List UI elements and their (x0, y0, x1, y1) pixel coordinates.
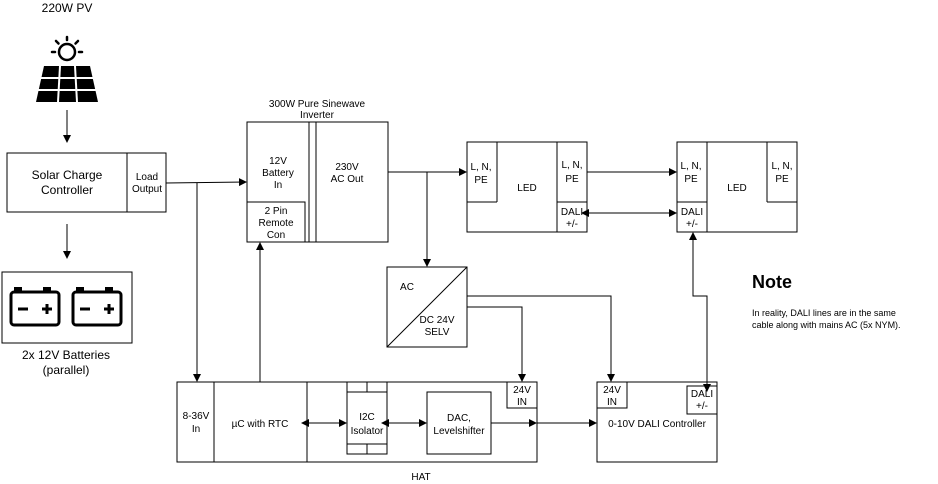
dali-controller: 24V IN DALI +/- 0-10V DALI Controller (596, 381, 718, 463)
inverter-title-line2: Inverter (300, 110, 335, 121)
inverter-ac-out-2: AC Out (331, 174, 364, 185)
hat-24v-in-1: 24V (513, 385, 531, 396)
dali-port-1: DALI (691, 389, 713, 400)
inverter-battery-in-2: Battery (262, 168, 294, 179)
led2-label: LED (727, 183, 746, 194)
battery-icon (71, 287, 123, 327)
inverter-remote-1: 2 Pin (265, 206, 288, 217)
led2-in-1: L, N, (680, 161, 701, 172)
led2-out-1: L, N, (771, 161, 792, 172)
led1-in-2: PE (474, 175, 488, 186)
led2-dali-2: +/- (686, 219, 698, 230)
note-line1: In reality, DALI lines are in the same (752, 308, 896, 318)
psu-to-dali-arrow (467, 295, 615, 382)
led-fixture-1: L, N, PE LED L, N, PE DALI +/- (466, 141, 588, 233)
inverter-title-line1: 300W Pure Sinewave (269, 99, 366, 110)
hat-in-1: 8-36V (183, 411, 210, 422)
dali-controller-to-led-arrow (689, 232, 711, 392)
dac-line2: Levelshifter (433, 426, 485, 437)
led2-dali-1: DALI (681, 207, 703, 218)
hat-label: HAT (411, 472, 430, 483)
pv-title: 220W PV (42, 1, 93, 15)
controller-label-line2: Controller (41, 183, 93, 197)
load-output-line1: Load (136, 172, 158, 183)
hat-mcu-label: µC with RTC (232, 419, 289, 430)
led1-out-2: PE (565, 174, 579, 185)
solar-charge-controller: Solar Charge Controller Load Output (6, 152, 167, 213)
led-fixture-2: L, N, PE LED L, N, PE DALI +/- (676, 141, 798, 233)
note-title: Note (752, 272, 792, 292)
note-line2: cable along with mains AC (5x NYM). (752, 320, 901, 330)
led2-in-2: PE (684, 174, 698, 185)
dac-line1: DAC, (447, 413, 471, 424)
psu-dc-line1: DC 24V (419, 315, 454, 326)
battery-label-line1: 2x 12V Batteries (22, 348, 110, 362)
inverter-remote-3: Con (267, 230, 285, 241)
psu-dc-line2: SELV (425, 327, 450, 338)
inverter-ac-out-1: 230V (335, 162, 359, 173)
led1-out-1: L, N, (561, 160, 582, 171)
controller-label-line1: Solar Charge (32, 168, 103, 182)
dali-controller-label: 0-10V DALI Controller (608, 419, 706, 430)
ac-dc-power-supply: AC DC 24V SELV (386, 266, 468, 348)
dali-port-2: +/- (696, 401, 708, 412)
inverter: 12V Battery In 2 Pin Remote Con 230V AC … (246, 121, 389, 243)
inverter-battery-in-3: In (274, 180, 282, 191)
led1-label: LED (517, 183, 536, 194)
inverter-remote-2: Remote (258, 218, 293, 229)
battery-label-line2: (parallel) (43, 363, 90, 377)
dali-24v-in-1: 24V (603, 385, 621, 396)
connection-wires (165, 168, 711, 427)
psu-to-hat-arrow (467, 306, 526, 382)
battery-bank (1, 271, 133, 344)
dali-24v-in-2: IN (607, 397, 617, 408)
inverter-battery-in-1: 12V (269, 156, 287, 167)
led2-out-2: PE (775, 174, 789, 185)
led1-dali-1: DALI (561, 207, 583, 218)
load-to-inverter-arrow (165, 178, 247, 187)
isolator-line1: I2C (359, 412, 375, 423)
hat-24v-in-2: IN (517, 397, 527, 408)
psu-ac-label: AC (400, 282, 414, 293)
led1-dali-2: +/- (566, 219, 578, 230)
battery-icon (9, 287, 61, 327)
led1-in-1: L, N, (470, 162, 491, 173)
solar-panel-icon (36, 35, 98, 103)
hat-board: 8-36V In µC with RTC I2C Isolator DAC, L… (176, 381, 538, 463)
hat-in-2: In (192, 424, 200, 435)
isolator-line2: Isolator (351, 426, 384, 437)
dac-box (426, 391, 492, 455)
load-output-line2: Output (132, 184, 162, 195)
